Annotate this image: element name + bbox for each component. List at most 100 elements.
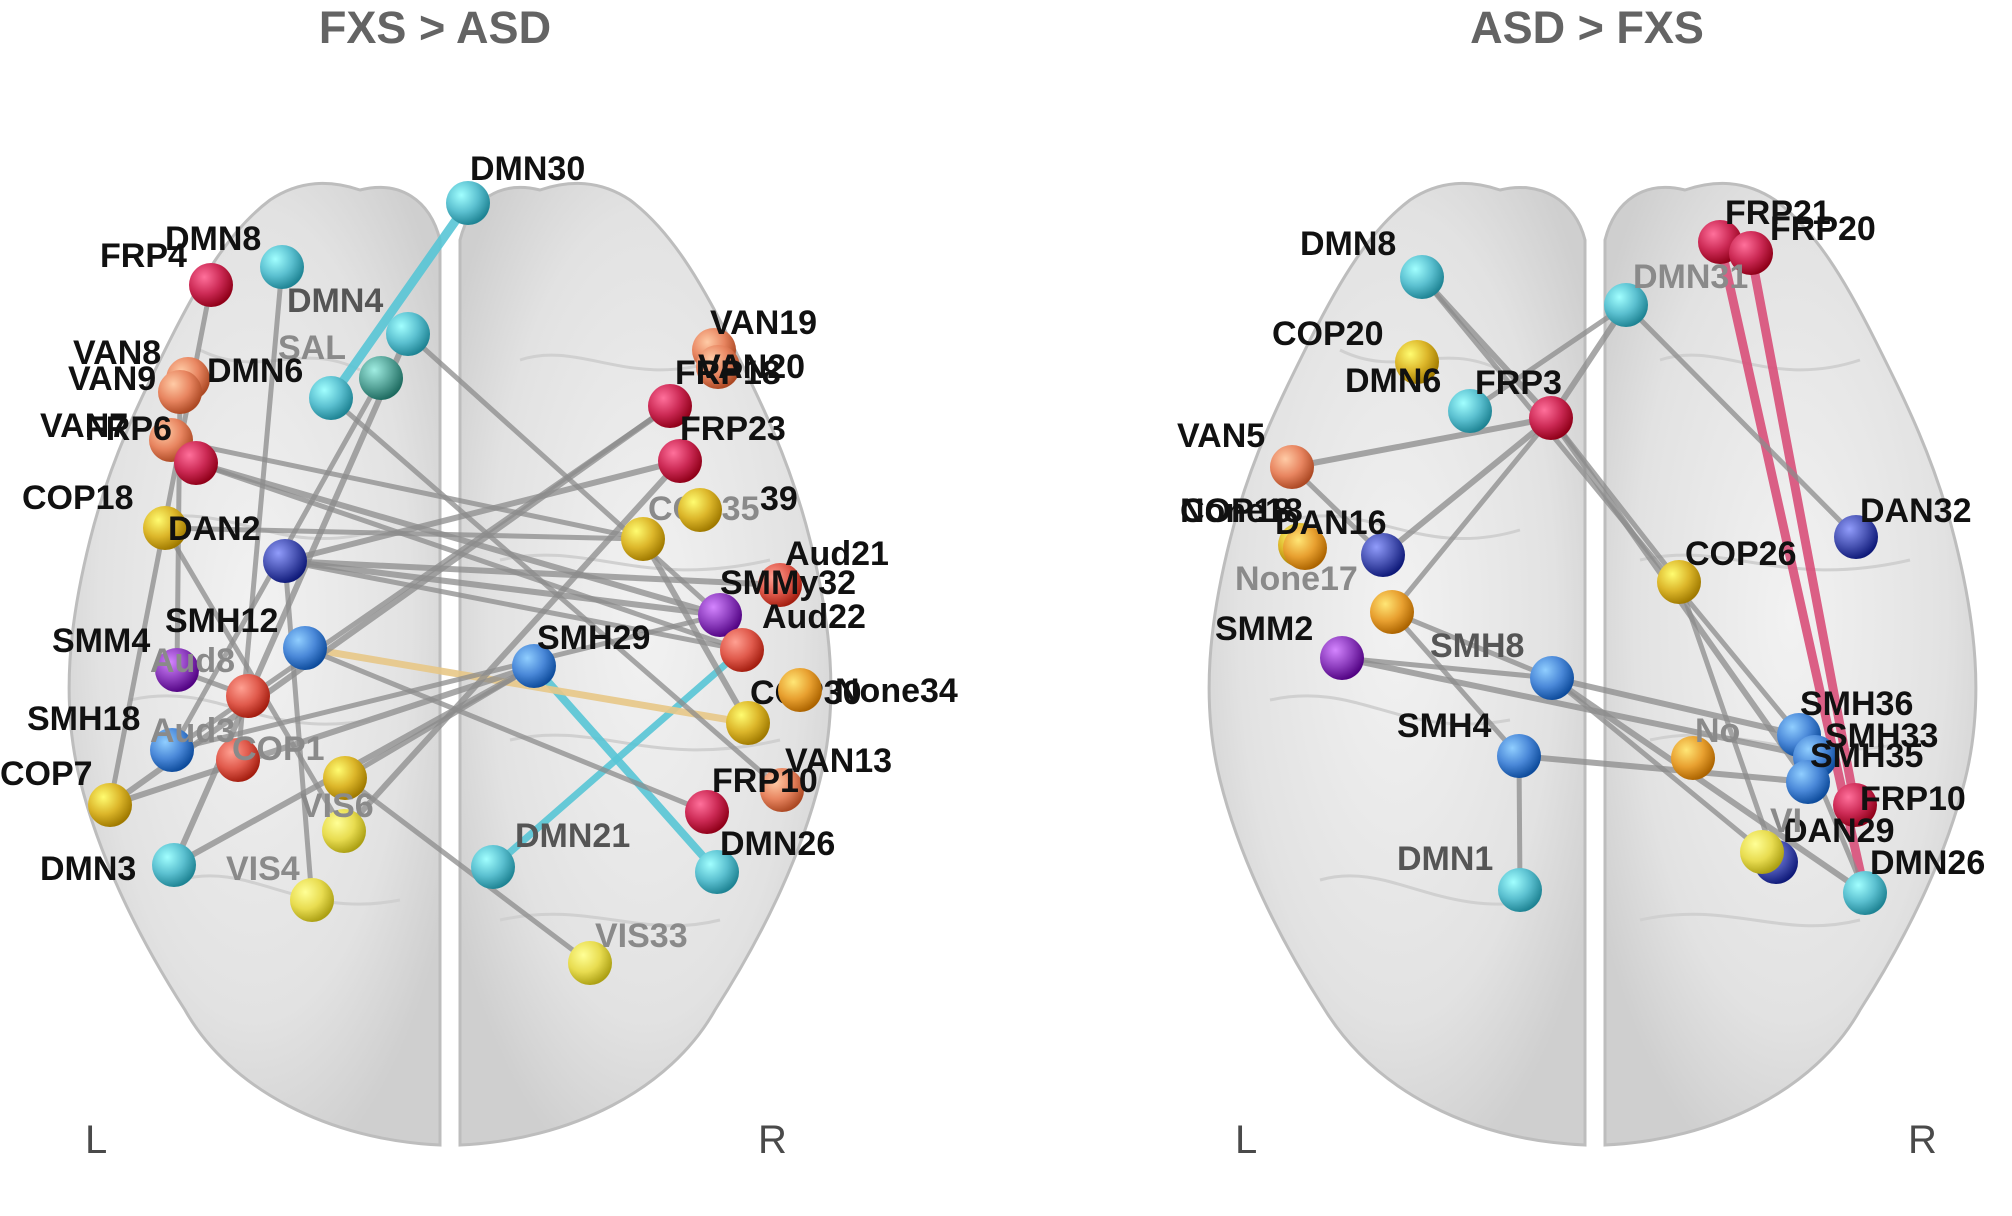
left-node-dmn3: [152, 843, 196, 887]
edges-left: [107, 198, 785, 966]
left-node-smh12: [283, 626, 327, 670]
right-node-label-smh36: SMH36: [1800, 685, 1913, 723]
left-node-label-van8: VAN8: [73, 334, 161, 372]
right-edge-None17-SMH8: [1389, 609, 1555, 681]
right-node-smh8: [1530, 656, 1574, 700]
right-node-smh35: [1786, 760, 1830, 804]
right-edge-SMH8-SMH36: [1549, 675, 1802, 738]
left-node-frp6: [174, 441, 218, 485]
hemisphere-left-label-1: L: [85, 1118, 108, 1162]
panel-title-fxs-asd: FXS > ASD: [318, 2, 552, 53]
left-node-vis6: [322, 809, 366, 853]
left-node-dmn4: [386, 312, 430, 356]
left-node-label-smh12: SMH12: [165, 602, 278, 640]
left-node-label-smh18: SMH18: [27, 700, 140, 738]
left-node-label-sal: SAL: [278, 329, 346, 367]
right-node-label-none18: None18: [1180, 492, 1303, 530]
left-node-label-none34: None34: [835, 672, 958, 710]
left-edge-COP18-COP35: [162, 525, 646, 542]
left-node-dmn30: [446, 181, 490, 225]
left-node-label-dmn21: DMN21: [515, 817, 630, 855]
right-node-dmn1: [1498, 868, 1542, 912]
hemisphere-left-label-2: L: [1235, 1118, 1258, 1162]
left-node-vis4: [290, 878, 334, 922]
right-node-dan32: [1834, 515, 1878, 559]
left-node-label-aud3: Aud3: [150, 712, 235, 750]
left-node-label-dmn4: DMN4: [287, 282, 383, 320]
right-node-frp20: [1729, 231, 1773, 275]
left-node-label-frp18: FRP18: [675, 354, 781, 392]
left-node-label-vis4: VIS4: [226, 850, 300, 888]
left-node-label-smm32: SMMy32: [720, 564, 856, 602]
right-node-smh4: [1497, 734, 1541, 778]
left-node-label-39: 39: [760, 480, 798, 518]
left-node-frp4: [189, 263, 233, 307]
right-node-label-smh4: SMH4: [1397, 707, 1492, 745]
left-edge-COP35-COP30: [640, 536, 751, 726]
left-edge-DAN2-VIS4: [282, 558, 315, 903]
left-node-cop1: [323, 756, 367, 800]
right-node-label-dan29: DAN29: [1783, 812, 1894, 850]
left-node-cop35: [621, 517, 665, 561]
left-node-van9: [158, 370, 202, 414]
left-node-label-aud21: Aud21: [785, 535, 889, 573]
left-node-label-aud8: Aud8: [150, 642, 235, 680]
right-node-label-dmn8: DMN8: [1300, 225, 1396, 263]
left-node-frp23: [658, 439, 702, 483]
right-node-label-smh8: SMH8: [1430, 627, 1524, 665]
right-node-label-dmn1: DMN1: [1397, 840, 1493, 878]
left-edge-SMH18-SMM32: [169, 612, 723, 753]
left-node-label-cop18: COP18: [22, 479, 134, 517]
right-edge-FRP3-DMN31: [1548, 302, 1629, 421]
left-node-smm4: [155, 648, 199, 692]
right-edge-FRP21-DMN26: [1715, 237, 1870, 898]
left-node-label-frp23: FRP23: [680, 410, 786, 448]
left-node-label-van20: VAN20: [698, 348, 805, 386]
panel-title-asd-fxs: ASD > FXS: [1470, 2, 1704, 53]
left-edge-DMN6-VAN13: [328, 395, 785, 793]
left-edge-DMN4-SMM32: [405, 331, 723, 618]
left-node-label-smm4: SMM4: [52, 622, 150, 660]
left-edge-DMN21-Aud22: [489, 646, 746, 871]
left-node-label-vis6: VIS6: [300, 787, 374, 825]
right-node-label-dmn6: DMN6: [1345, 362, 1441, 400]
hemisphere-right-label-1: R: [758, 1118, 787, 1162]
right-node-van5: [1270, 445, 1314, 489]
right-node-label-cop18: COP18: [1180, 492, 1292, 530]
left-node-van13: [760, 768, 804, 812]
left-node-aud8: [226, 674, 270, 718]
right-edge-FRP20-FRP10: [1746, 248, 1860, 810]
left-edge-SMH29-COP7: [107, 663, 537, 808]
left-node-label-frp6: FRP6: [85, 410, 172, 448]
right-edge-COP26-DAN29: [1676, 579, 1779, 865]
left-node-39: [678, 488, 722, 532]
right-node-dmn26: [1843, 871, 1887, 915]
left-node-none34: [778, 668, 822, 712]
left-node-label-frp4: FRP4: [100, 237, 187, 275]
left-edge-FRP6-Aud22: [193, 460, 745, 653]
right-node-frp3: [1529, 396, 1573, 440]
brain-sulci-right: [1269, 348, 1921, 928]
left-node-aud21: [758, 563, 802, 607]
right-node-dan16: [1361, 533, 1405, 577]
left-edge-SMH29-DMN26: [530, 662, 721, 876]
right-node-label-dmn31: DMN31: [1633, 258, 1748, 296]
left-node-dmn6: [309, 376, 353, 420]
right-node-none: [1671, 736, 1715, 780]
left-node-label-dan2: DAN2: [168, 510, 261, 548]
left-node-label-dmn8: DMN8: [165, 220, 261, 258]
right-node-label-none: No: [1695, 712, 1740, 750]
right-node-cop20: [1395, 340, 1439, 384]
right-edge-DMN31-DMN6: [1467, 302, 1629, 414]
right-edge-FRP3-VAN5: [1289, 415, 1554, 470]
right-edge-DMN8-SMH36: [1419, 274, 1802, 738]
left-node-dmn8: [260, 245, 304, 289]
left-edge-FRP23-VIS6: [341, 458, 683, 834]
left-node-label-cop1: COP1: [232, 730, 325, 768]
left-node-van20: [696, 345, 740, 389]
right-edge-FRP3-None17: [1389, 415, 1554, 615]
right-node-label-dan32: DAN32: [1860, 492, 1971, 530]
left-edge-SMH12-FRP10: [302, 645, 710, 815]
